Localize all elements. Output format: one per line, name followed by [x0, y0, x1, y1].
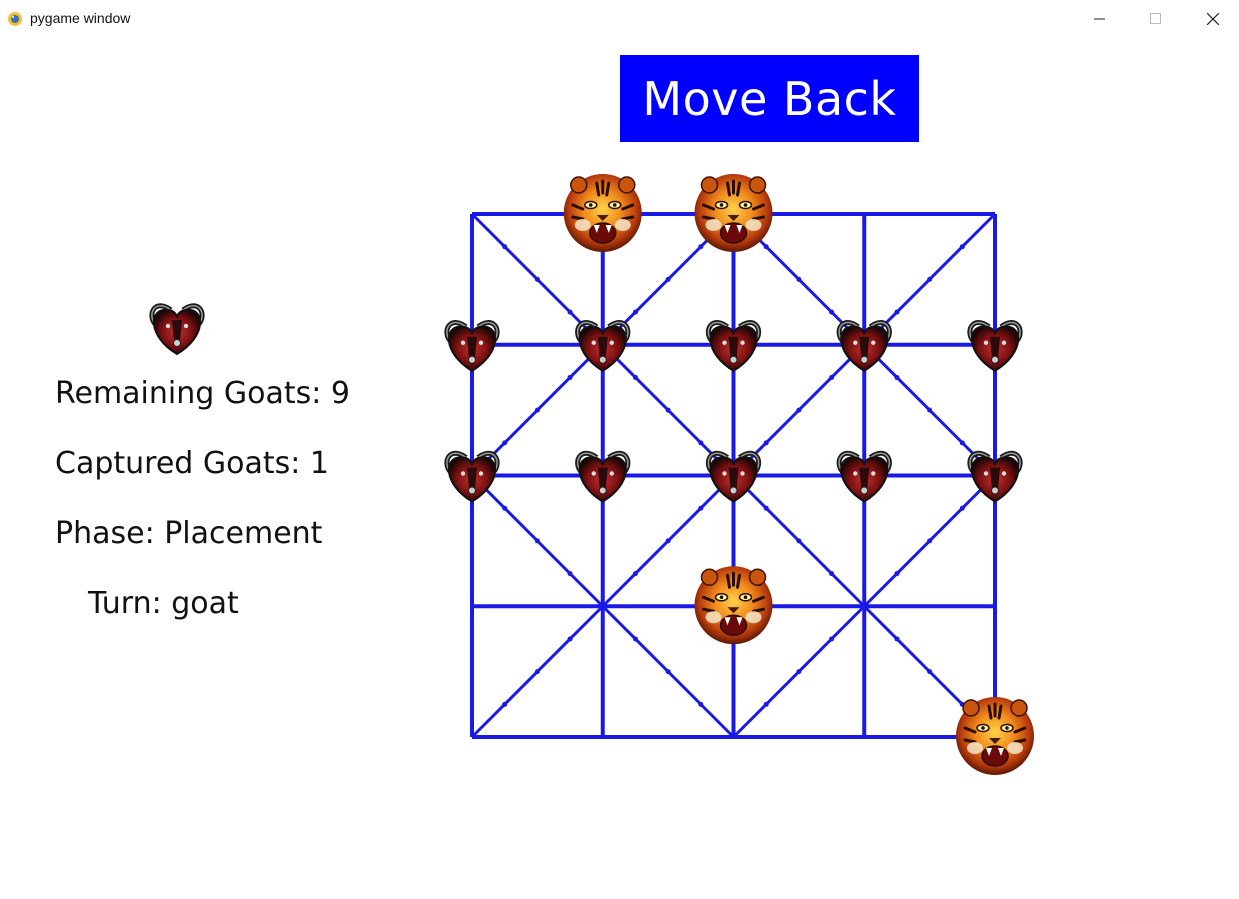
diagonal-dot: [534, 276, 540, 282]
diagonal-dot: [894, 636, 900, 642]
diagonal-dot: [927, 538, 933, 544]
title-bar: pygame window: [0, 0, 1239, 38]
diagonal-dot: [763, 440, 769, 446]
diagonal-dot: [829, 636, 835, 642]
maximize-button[interactable]: [1133, 0, 1179, 38]
diagonal-dot: [959, 440, 965, 446]
diagonal-dot: [927, 407, 933, 413]
diagonal-dot: [665, 538, 671, 544]
diagonal-dot: [534, 538, 540, 544]
diagonal-dot: [829, 374, 835, 380]
turn-indicator: [149, 303, 205, 356]
goat-piece[interactable]: [836, 450, 892, 503]
diagonal-dot: [796, 407, 802, 413]
diagonal-dot: [665, 276, 671, 282]
goat-piece[interactable]: [967, 320, 1023, 372]
diagonal-dot: [567, 636, 573, 642]
diagonal-dot: [959, 505, 965, 511]
diagonal-dot: [567, 309, 573, 315]
diagonal-dot: [502, 244, 508, 250]
maximize-icon: [1150, 13, 1161, 24]
tiger-piece[interactable]: [956, 697, 1034, 775]
tiger-piece[interactable]: [694, 174, 773, 252]
diagonal-dot: [959, 244, 965, 250]
diagonal-dot: [567, 571, 573, 577]
tiger-piece[interactable]: [694, 566, 773, 645]
goat-piece[interactable]: [444, 320, 500, 372]
goat-piece[interactable]: [149, 303, 205, 356]
goat-piece[interactable]: [444, 450, 500, 503]
diagonal-dot: [534, 407, 540, 413]
diagonal-dot: [632, 309, 638, 315]
diagonal-dot: [894, 571, 900, 577]
window-title: pygame window: [30, 10, 131, 26]
minimize-icon: [1094, 18, 1105, 20]
diagonal-dot: [632, 374, 638, 380]
diagonal-dot: [927, 276, 933, 282]
diagonal-dot: [665, 407, 671, 413]
diagonal-dot: [567, 374, 573, 380]
diagonal-dot: [894, 374, 900, 380]
goat-piece[interactable]: [836, 320, 892, 372]
diagonal-dot: [632, 636, 638, 642]
close-icon: [1207, 13, 1219, 25]
diagonal-dot: [796, 538, 802, 544]
move-back-button[interactable]: Move Back: [620, 55, 919, 142]
diagonal-dot: [829, 309, 835, 315]
phase-label: Phase: Placement: [55, 516, 323, 551]
diagonal-dot: [829, 571, 835, 577]
turn-label: Turn: goat: [88, 586, 239, 621]
diagonal-dot: [502, 440, 508, 446]
minimize-button[interactable]: [1077, 0, 1123, 38]
diagonal-dot: [894, 309, 900, 315]
diagonal-dot: [698, 440, 704, 446]
goat-piece[interactable]: [575, 320, 631, 372]
diagonal-dot: [502, 701, 508, 707]
diagonal-dot: [698, 505, 704, 511]
captured-goats-label: Captured Goats: 1: [55, 446, 329, 481]
diagonal-dot: [698, 701, 704, 707]
goat-piece[interactable]: [575, 450, 631, 503]
diagonal-dot: [534, 669, 540, 675]
board-pieces: [444, 174, 1034, 775]
goat-piece[interactable]: [705, 450, 762, 503]
close-button[interactable]: [1190, 0, 1236, 38]
diagonal-dot: [796, 276, 802, 282]
diagonal-dot: [796, 669, 802, 675]
diagonal-dot: [763, 244, 769, 250]
diagonal-dot: [502, 505, 508, 511]
diagonal-dot: [632, 571, 638, 577]
diagonal-dot: [763, 701, 769, 707]
diagonal-dot: [927, 669, 933, 675]
remaining-goats-label: Remaining Goats: 9: [55, 376, 350, 411]
goat-piece[interactable]: [705, 320, 762, 372]
goat-piece[interactable]: [967, 450, 1023, 503]
tiger-piece[interactable]: [563, 174, 642, 252]
diagonal-dot: [665, 669, 671, 675]
pygame-snake-icon: [8, 12, 22, 26]
diagonal-dot: [763, 505, 769, 511]
diagonal-dot: [698, 244, 704, 250]
